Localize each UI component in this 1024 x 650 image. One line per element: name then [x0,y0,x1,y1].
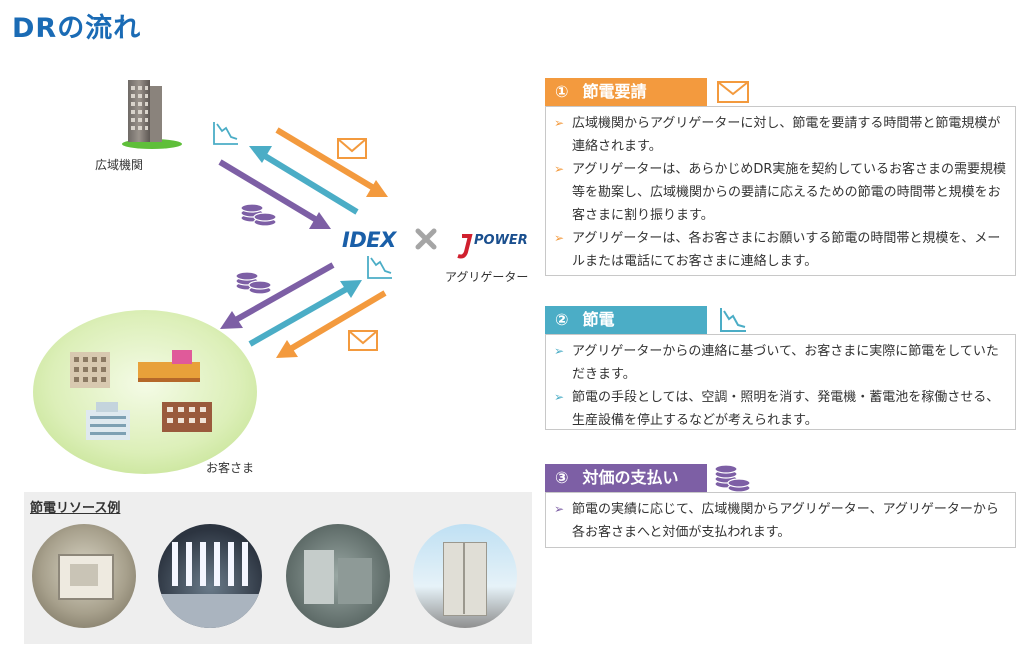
aggregator-label: アグリゲーター [445,270,529,284]
list-item: ➢アグリゲーターからの連絡に基づいて、お客さまに実際に節電をしていただきます。 [554,344,999,382]
ceiling-lights-photo [158,524,262,628]
chart-down-icon [367,256,392,279]
section-header-request: ① 節電要請 [545,78,707,106]
envelope-icon [337,138,367,159]
list-item: ➢節電の実績に応じて、広域機関からアグリゲーター、アグリゲーターから各お客さまへ… [554,502,999,540]
section-number: ② [555,310,569,329]
list-item: ➢アグリゲーターは、各お客さまにお願いする節電の時間帯と規模を、メールまたは電話… [554,231,1001,269]
chart-down-icon [213,122,238,145]
shopping-mall-icon [138,350,200,382]
envelope-icon [717,81,749,103]
customers-area [33,310,257,474]
envelope-icon [348,330,378,351]
customers-label: お客さま [206,461,255,475]
battery-storage-photo [413,524,517,628]
resource-examples-title: 節電リソース例 [30,501,121,516]
purple-arrow-top [218,159,322,225]
section-label: 対価の支払い [582,468,679,487]
section-body-payment: ➢節電の実績に応じて、広域機関からアグリゲーター、アグリゲーターから各お客さまへ… [545,492,1016,548]
jpower-logo: POWER [474,233,528,248]
coins-icon [714,464,751,493]
section-label: 節電要請 [582,82,647,101]
agency-building-icon [122,80,182,149]
jpower-j-icon [457,234,473,259]
chart-down-icon [720,308,746,332]
section-header-saving: ② 節電 [545,306,707,334]
coins-icon [240,203,277,227]
brick-building-icon [162,402,212,432]
times-icon [415,228,437,250]
section-body-request: ➢広域機関からアグリゲーターに対し、節電を要請する時間帯と節電規模が連絡されます… [545,106,1016,276]
section-number: ③ [555,468,569,487]
dr-flow-diagram [33,80,473,474]
air-conditioner-photo [32,524,136,628]
office-building-icon [70,352,110,388]
orange-arrow-bottom [285,290,387,354]
purple-arrow-bottom [230,262,335,325]
teal-arrow-bottom [248,284,352,347]
section-body-saving: ➢アグリゲーターからの連絡に基づいて、お客さまに実際に節電をしていただきます。 … [545,334,1016,430]
page-title: DRの流れ [12,13,142,44]
section-label: 節電 [582,310,615,329]
idex-logo: IDEX [342,228,396,252]
list-item: ➢節電の手段としては、空調・照明を消す、発電機・蓄電池を稼働させる、生産設備を停… [554,390,1000,428]
agency-label: 広域機関 [95,158,144,172]
teal-arrow-top [258,150,359,215]
generator-photo [286,524,390,628]
orange-arrow-top [275,127,379,193]
coins-icon [235,271,272,295]
factory-building-icon [86,402,130,440]
section-number: ① [555,82,569,101]
section-header-payment: ③ 対価の支払い [545,464,707,492]
list-item: ➢広域機関からアグリゲーターに対し、節電を要請する時間帯と節電規模が連絡されます… [554,116,1001,154]
list-item: ➢アグリゲーターは、あらかじめDR実施を契約しているお客さまの需要規模等を勘案し… [554,162,1007,223]
